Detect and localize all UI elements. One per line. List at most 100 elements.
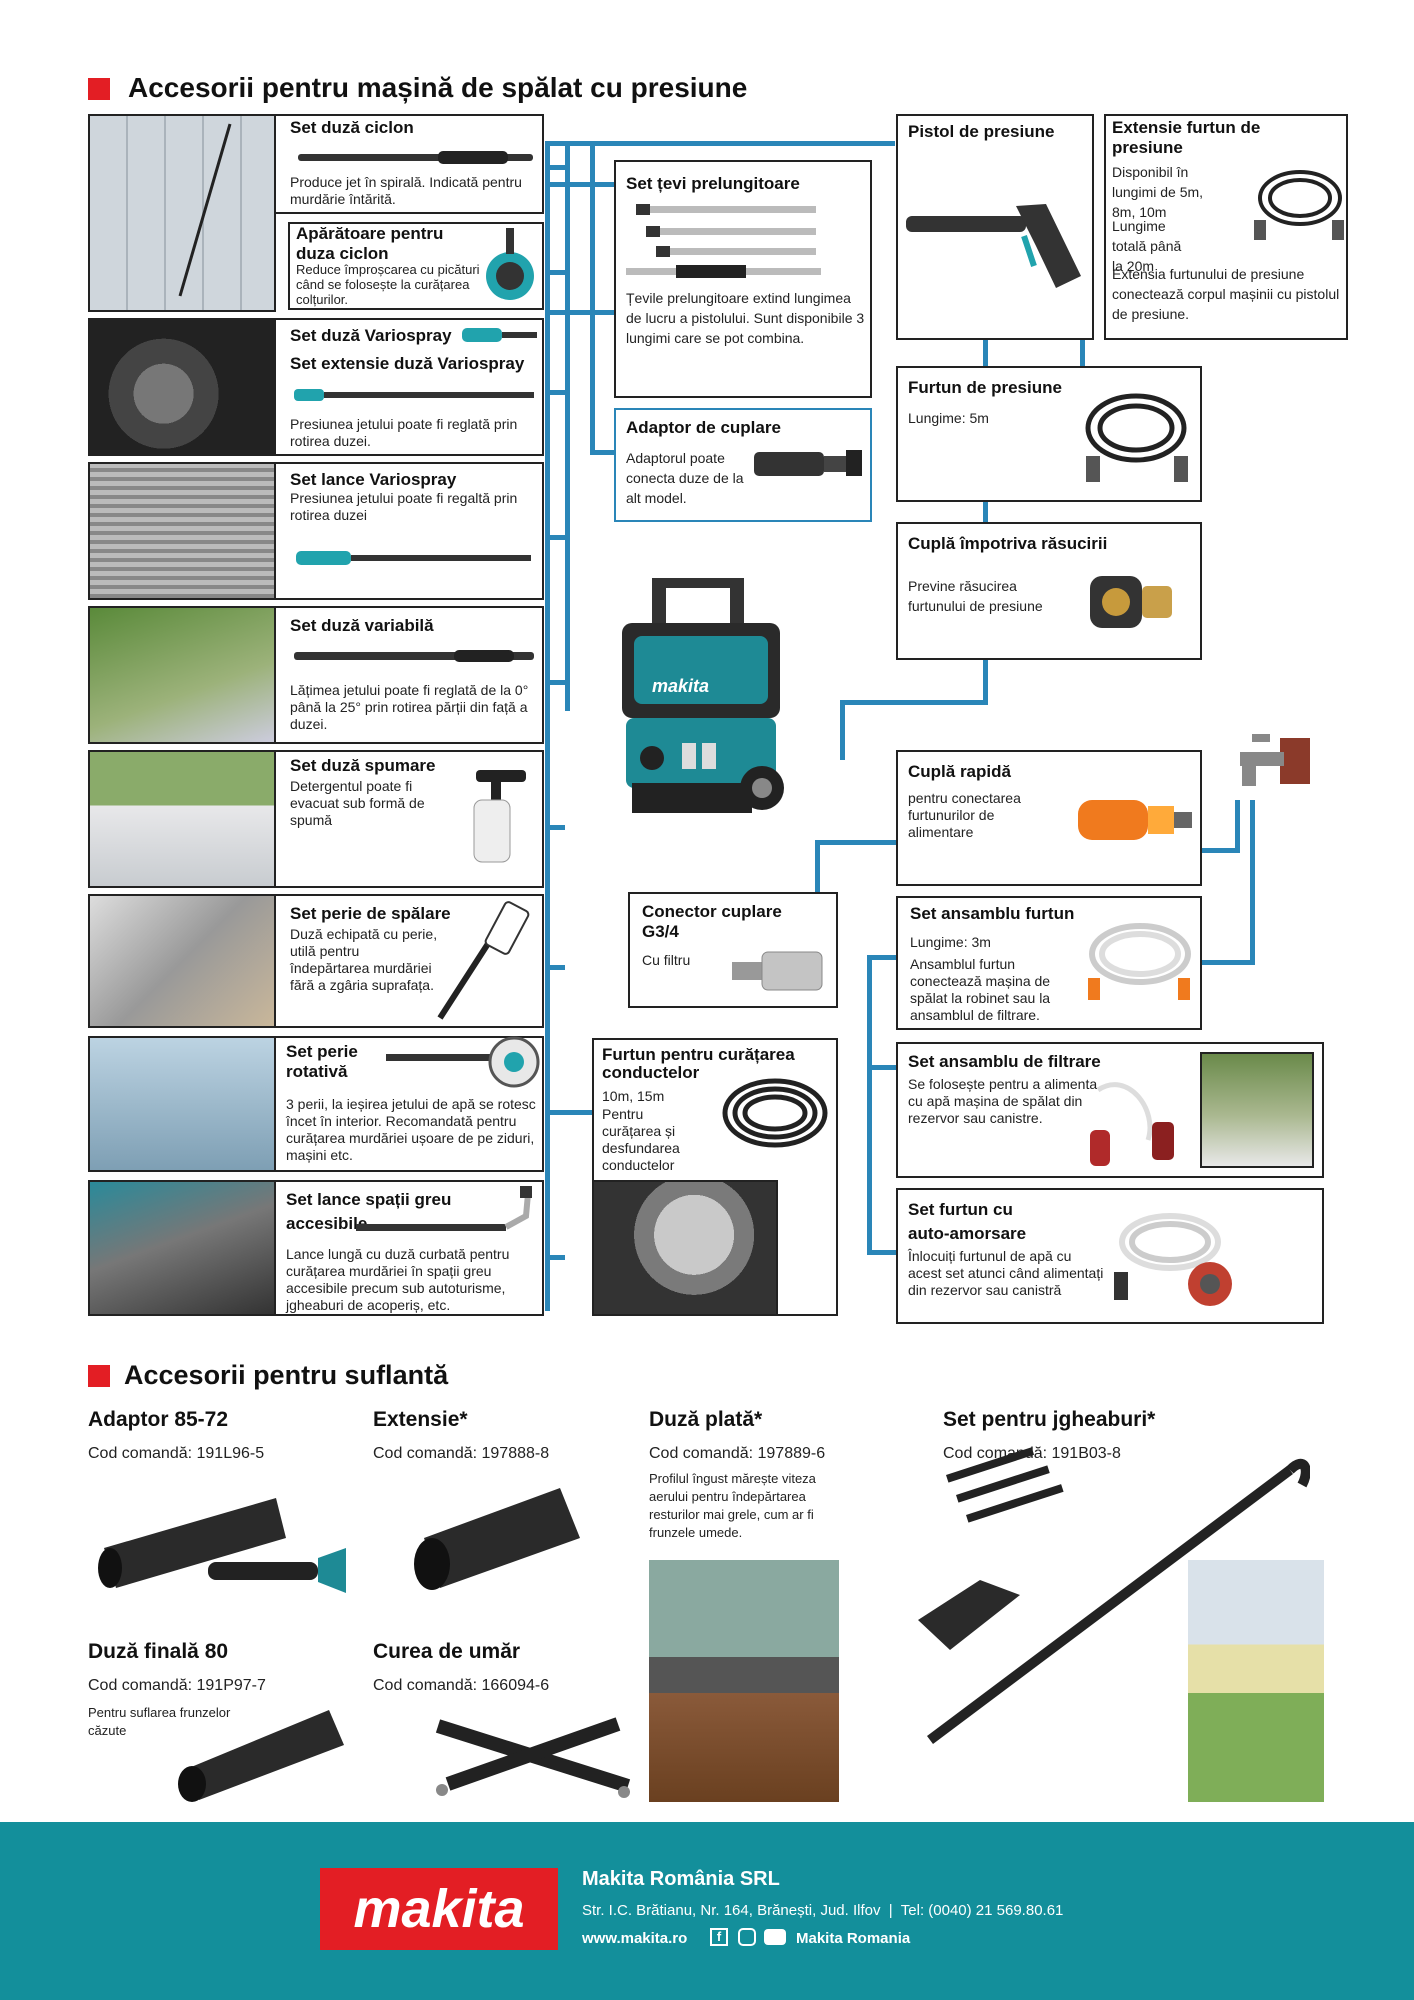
item-title: Set perie rotativă xyxy=(286,1042,358,1081)
connector-line xyxy=(815,840,897,845)
faucet-icon xyxy=(1240,734,1310,786)
footer-bar xyxy=(0,1822,1414,2000)
brush-guard-icon xyxy=(486,228,534,300)
blower-item-code: Cod comandă: 191P97-7 xyxy=(88,1677,266,1694)
youtube-icon[interactable] xyxy=(764,1929,786,1945)
connector-line xyxy=(545,310,615,315)
instagram-icon[interactable] xyxy=(738,1928,756,1946)
photo-tile-gutter xyxy=(1188,1560,1324,1802)
connector-line xyxy=(545,535,565,540)
hose-assembly-icon xyxy=(1088,923,1191,1000)
foam-bottle-icon xyxy=(473,770,526,863)
extension-tube-image xyxy=(414,1488,580,1590)
facebook-icon[interactable]: f xyxy=(710,1928,728,1946)
connector-line xyxy=(545,390,565,395)
item-desc: Disponibil în lungimi de 5m, 8m, 10m xyxy=(1112,164,1204,220)
connector-line xyxy=(590,450,620,455)
item-desc: Extensia furtunului de presiune conectea… xyxy=(1112,266,1340,322)
connector-line xyxy=(545,165,565,170)
item-title: Set duză variabilă xyxy=(290,616,434,635)
adapter-tube-image xyxy=(98,1498,346,1593)
item-desc: Presiunea jetului poate fi regaltă prin … xyxy=(290,490,518,523)
item-desc: Cu filtru xyxy=(642,952,691,968)
section-marker xyxy=(88,1365,110,1387)
connector-line xyxy=(815,840,820,895)
connector-line xyxy=(867,1065,897,1070)
item-desc: Lungime totală până la 20m xyxy=(1112,218,1182,274)
photo-tile-underbody xyxy=(88,1180,276,1316)
item-title: Set duză Variospray xyxy=(290,326,452,345)
extension-tubes-icon xyxy=(626,204,821,278)
connector-line xyxy=(867,1250,897,1255)
footer-social-label: Makita Romania xyxy=(796,1930,911,1947)
adapter-icon xyxy=(754,450,862,476)
lance-icon xyxy=(294,650,534,662)
item-desc: Duză echipată cu perie, utilă pentru înd… xyxy=(290,926,438,993)
connector-line xyxy=(545,270,565,275)
blower-item-code: Cod comandă: 197888-8 xyxy=(373,1445,550,1462)
blower-item-code: Cod comandă: 166094-6 xyxy=(373,1677,550,1694)
item-title: Cuplă împotriva răsucirii xyxy=(908,534,1108,553)
connector-line xyxy=(867,955,897,960)
item-desc: Lance lungă cu duză curbată pentru curăț… xyxy=(286,1246,510,1313)
accessory-box-furtun-presiune xyxy=(896,366,1202,502)
blower-item-title: Duză plată* xyxy=(649,1408,763,1431)
connector-line xyxy=(545,825,565,830)
connector-icon xyxy=(732,951,823,991)
connector-line xyxy=(545,182,615,187)
item-desc: Produce jet în spirală. Indicată pentru … xyxy=(290,174,522,207)
item-title: Set extensie duză Variospray xyxy=(290,354,525,373)
lance-icon xyxy=(294,389,534,401)
accessory-box-duza-variabila xyxy=(274,606,544,744)
connector-line xyxy=(545,680,565,685)
section-title: Accesorii pentru mașină de spălat cu pre… xyxy=(128,72,748,103)
item-desc: Detergentul poate fi evacuat sub formă d… xyxy=(290,778,425,828)
accessory-box-extensie-furtun xyxy=(1104,114,1348,340)
item-title: Conector cuplare G3/4 xyxy=(642,902,782,941)
item-desc: Reduce împroșcarea cu picături când se f… xyxy=(296,262,480,307)
connector-line xyxy=(545,965,565,970)
angled-lance-icon xyxy=(356,1186,532,1231)
self-priming-hose-icon xyxy=(1114,1213,1232,1306)
end-nozzle-image xyxy=(178,1710,344,1802)
spray-gun-icon xyxy=(906,204,1081,288)
connector-line xyxy=(1080,340,1085,368)
photo-tile-cleaning xyxy=(88,114,276,312)
brush-icon xyxy=(437,901,530,1020)
item-desc: 3 perii, la ieșirea jetului de apă se ro… xyxy=(286,1096,536,1163)
section-title: Accesorii pentru suflantă xyxy=(124,1360,449,1390)
photo-tile-wheel xyxy=(88,318,276,456)
accessory-box-conector xyxy=(628,892,838,1008)
accessory-box-auto-amorsare xyxy=(896,1188,1324,1324)
blower-item-title: Adaptor 85-72 xyxy=(88,1408,229,1431)
photo-tile-brush xyxy=(88,894,276,1028)
item-title: Set ansamblu furtun xyxy=(910,904,1075,923)
item-desc: Pentru curățarea și desfundarea conducte… xyxy=(602,1106,680,1173)
accessory-box-ansamblu-furtun xyxy=(896,896,1202,1030)
item-desc: Adaptorul poate conecta duze de la alt m… xyxy=(626,450,744,506)
photo-tile-leaves xyxy=(649,1560,839,1802)
blower-item-title: Extensie* xyxy=(373,1408,468,1431)
item-title: Cuplă rapidă xyxy=(908,762,1011,781)
hose-coil-icon xyxy=(1085,393,1188,482)
rotary-brush-icon xyxy=(386,1036,540,1088)
gutter-set-image xyxy=(918,1447,1310,1744)
accessory-box-lance-spatii xyxy=(274,1180,544,1316)
footer-web-link[interactable]: www.makita.ro xyxy=(582,1930,688,1947)
accessory-box-lance-variospray xyxy=(274,462,544,600)
photo-tile-rotary xyxy=(88,1036,276,1172)
accessory-box-tevi xyxy=(614,160,872,398)
item-desc: Ansamblul furtun conectează mașina de sp… xyxy=(910,956,1051,1023)
item-title: Adaptor de cuplare xyxy=(626,418,781,437)
section-marker xyxy=(88,78,110,100)
connector-line xyxy=(545,1255,565,1260)
blower-item-desc: Pentru suflarea frunzelor căzute xyxy=(88,1705,231,1738)
item-title: Set ansamblu de filtrare xyxy=(908,1052,1101,1071)
connector-line xyxy=(545,1110,595,1115)
shoulder-strap-image xyxy=(435,1717,631,1798)
item-desc: Lungime: 3m xyxy=(910,934,991,950)
blower-item-title: Curea de umăr xyxy=(373,1640,521,1663)
connector-line xyxy=(1198,848,1240,853)
blower-item-title: Duză finală 80 xyxy=(88,1640,229,1663)
connector-line xyxy=(565,141,570,711)
